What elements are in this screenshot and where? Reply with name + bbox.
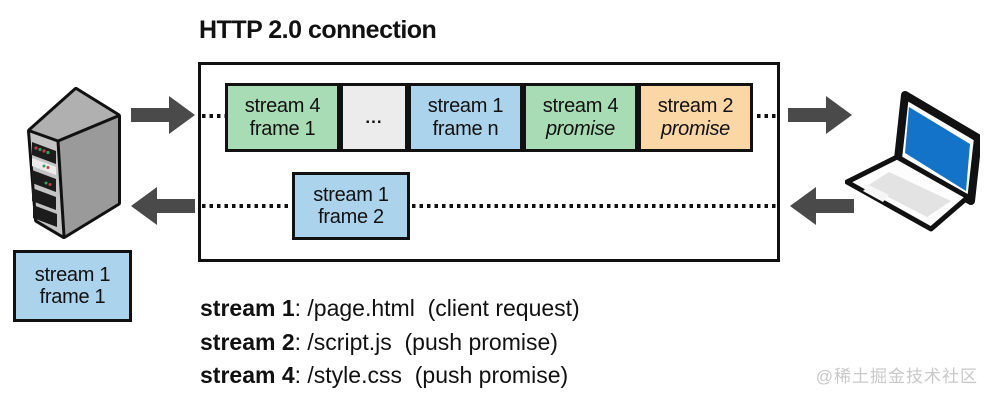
- frame-stream1-framen: stream 1 frame n: [408, 83, 523, 152]
- frame-label: stream 4: [244, 95, 321, 118]
- watermark: @稀土掘金技术社区: [815, 367, 978, 386]
- legend-stream-label: stream 1: [200, 295, 295, 321]
- legend-stream-label: stream 2: [200, 328, 295, 355]
- frame-stream1-frame2: stream 1 frame 2: [292, 172, 410, 240]
- legend-line-stream1: stream 1: /page.html (client request): [200, 292, 580, 326]
- legend-stream-value: : /page.html (client request): [294, 295, 580, 321]
- frame-label: stream 1: [34, 263, 111, 286]
- frame-label: frame 1: [39, 286, 106, 308]
- frame-label: stream 4: [542, 95, 619, 118]
- legend-stream-value: : /style.css (push promise): [294, 362, 569, 388]
- frame-label: promise: [545, 117, 616, 140]
- frame-label: stream 2: [657, 95, 734, 118]
- server-to-client-arrow-icon: [131, 96, 195, 134]
- ellipsis-icon: ...: [365, 107, 383, 127]
- frame-stream4-frame1: stream 4 frame 1: [225, 83, 340, 152]
- frame-stream4-promise: stream 4 promise: [523, 83, 638, 152]
- server-to-client-arrow-icon: [788, 96, 852, 134]
- diagram-title: HTTP 2.0 connection: [199, 16, 437, 44]
- frame-stream2-promise: stream 2 promise: [638, 83, 753, 152]
- frame-label: promise: [660, 117, 731, 140]
- client-laptop-icon: [845, 91, 980, 232]
- legend-stream-value: : /script.js (push promise): [294, 328, 558, 355]
- client-to-server-arrow-icon: [131, 187, 195, 225]
- frame-ellipsis: ...: [340, 83, 408, 152]
- legend-line-stream4: stream 4: /style.css (push promise): [200, 359, 580, 393]
- downstream-dotted-line: [202, 204, 777, 208]
- frame-label: stream 1: [313, 183, 389, 206]
- stream-legend: stream 1: /page.html (client request) st…: [200, 292, 580, 393]
- server-icon: [27, 87, 121, 239]
- client-to-server-arrow-icon: [790, 187, 854, 225]
- legend-stream-label: stream 4: [200, 362, 295, 388]
- legend-line-stream2: stream 2: /script.js (push promise): [200, 326, 580, 360]
- frame-label: frame 1: [249, 117, 316, 140]
- frame-label: frame 2: [318, 206, 384, 228]
- frame-stream1-frame1: stream 1 frame 1: [13, 250, 132, 322]
- frame-label: frame n: [432, 117, 499, 140]
- frame-label: stream 1: [427, 95, 504, 118]
